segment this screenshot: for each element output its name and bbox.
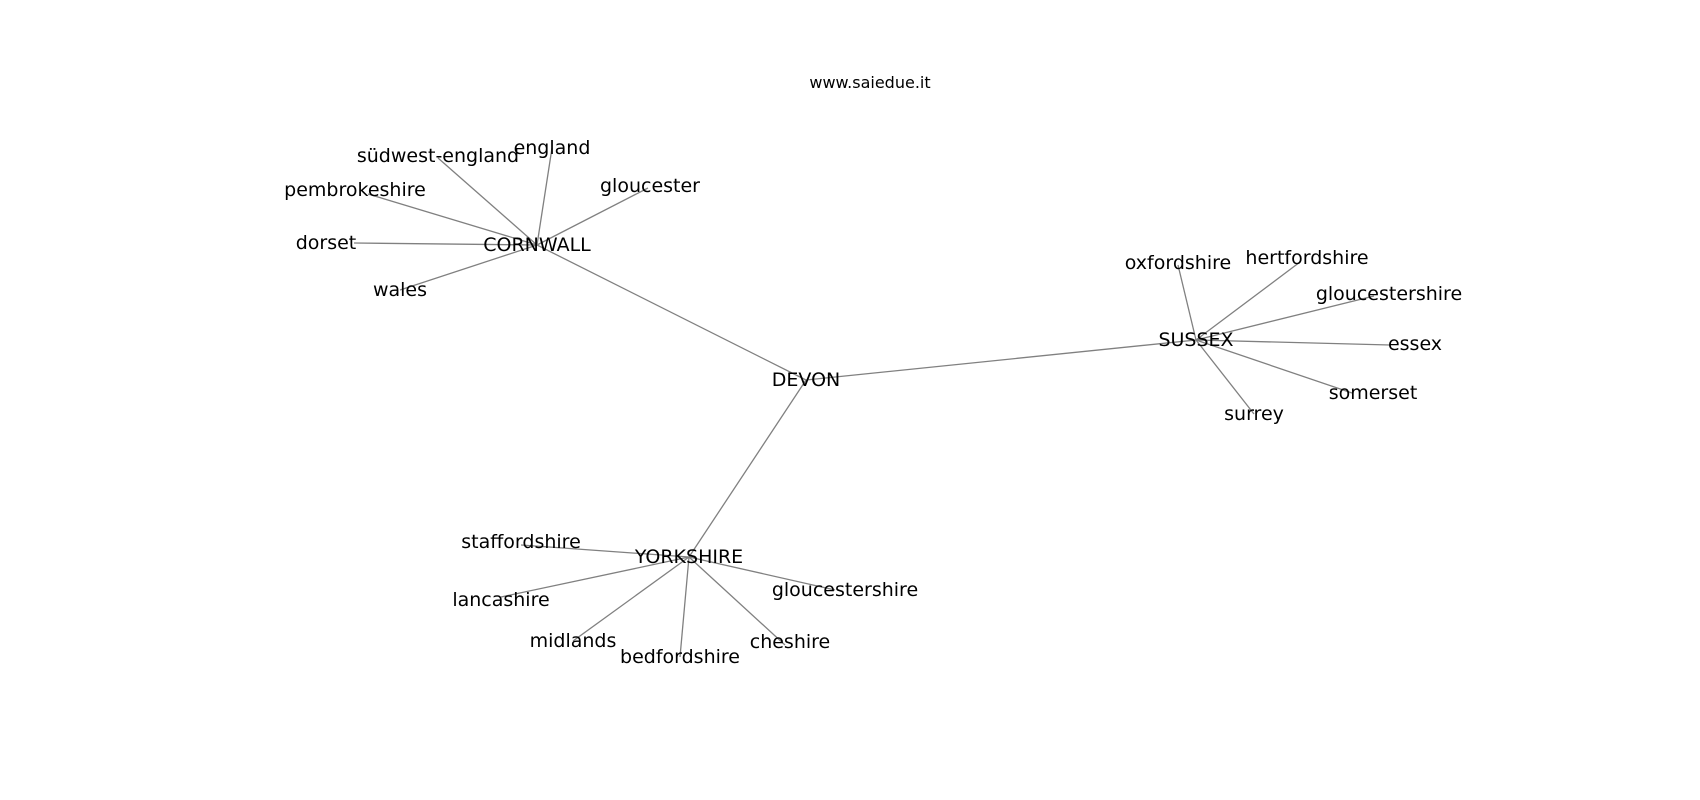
edge-yorkshire-cheshire <box>688 556 786 646</box>
edge-yorkshire-bedfordshire <box>679 556 690 658</box>
edge-devon-yorkshire <box>688 379 807 558</box>
edge-sussex-surrey <box>1195 339 1255 415</box>
node-yorkshire-gloucestershire: gloucestershire <box>772 579 918 601</box>
edge-devon-cornwall <box>536 244 807 381</box>
node-cornwall-england: england <box>514 137 591 159</box>
edge-cornwall-dorset <box>353 242 538 246</box>
edge-cornwall-sudwest-england <box>437 157 538 246</box>
node-sussex-essex: essex <box>1388 333 1442 355</box>
node-yorkshire: YORKSHIRE <box>634 546 743 568</box>
edge-sussex-essex <box>1195 339 1391 346</box>
node-cornwall-wales: wales <box>373 279 427 301</box>
edge-yorkshire-staffordshire <box>520 544 690 558</box>
edge-yorkshire-gloucestershire <box>688 556 836 591</box>
node-cornwall-dorset: dorset <box>296 232 357 254</box>
edge-yorkshire-midlands <box>572 556 690 642</box>
edge-sussex-gloucestershire <box>1195 295 1375 341</box>
node-sussex-hertfordshire: hertfordshire <box>1245 247 1368 269</box>
edge-cornwall-gloucester <box>536 187 649 246</box>
edge-cornwall-wales <box>399 244 538 291</box>
edge-yorkshire-lancashire <box>500 556 690 598</box>
node-yorkshire-bedfordshire: bedfordshire <box>620 646 740 668</box>
labels-layer: www.saiedue.it DEVON CORNWALL südwest-engl… <box>284 73 1462 668</box>
node-sussex-surrey: surrey <box>1224 403 1284 425</box>
watermark-text: www.saiedue.it <box>809 73 930 92</box>
edge-sussex-oxfordshire <box>1177 264 1197 341</box>
edge-sussex-somerset <box>1195 339 1353 394</box>
node-sussex-oxfordshire: oxfordshire <box>1125 252 1231 274</box>
node-yorkshire-staffordshire: staffordshire <box>461 531 581 553</box>
node-yorkshire-midlands: midlands <box>530 630 617 652</box>
node-yorkshire-cheshire: cheshire <box>750 631 830 653</box>
node-cornwall: CORNWALL <box>483 234 591 256</box>
node-cornwall-gloucester: gloucester <box>600 175 700 197</box>
node-cornwall-sudwest-england: südwest-england <box>357 145 519 167</box>
node-devon: DEVON <box>772 369 840 391</box>
edge-cornwall-england <box>536 147 553 246</box>
node-cornwall-pembrokeshire: pembrokeshire <box>284 179 426 201</box>
node-sussex-gloucestershire: gloucestershire <box>1316 283 1462 305</box>
edge-sussex-hertfordshire <box>1195 261 1301 341</box>
node-sussex-somerset: somerset <box>1329 382 1418 404</box>
edge-cornwall-pembrokeshire <box>367 193 538 246</box>
node-sussex: SUSSEX <box>1158 329 1233 351</box>
edges-layer <box>353 147 1391 658</box>
edge-devon-sussex <box>805 339 1197 381</box>
node-yorkshire-lancashire: lancashire <box>452 589 549 611</box>
